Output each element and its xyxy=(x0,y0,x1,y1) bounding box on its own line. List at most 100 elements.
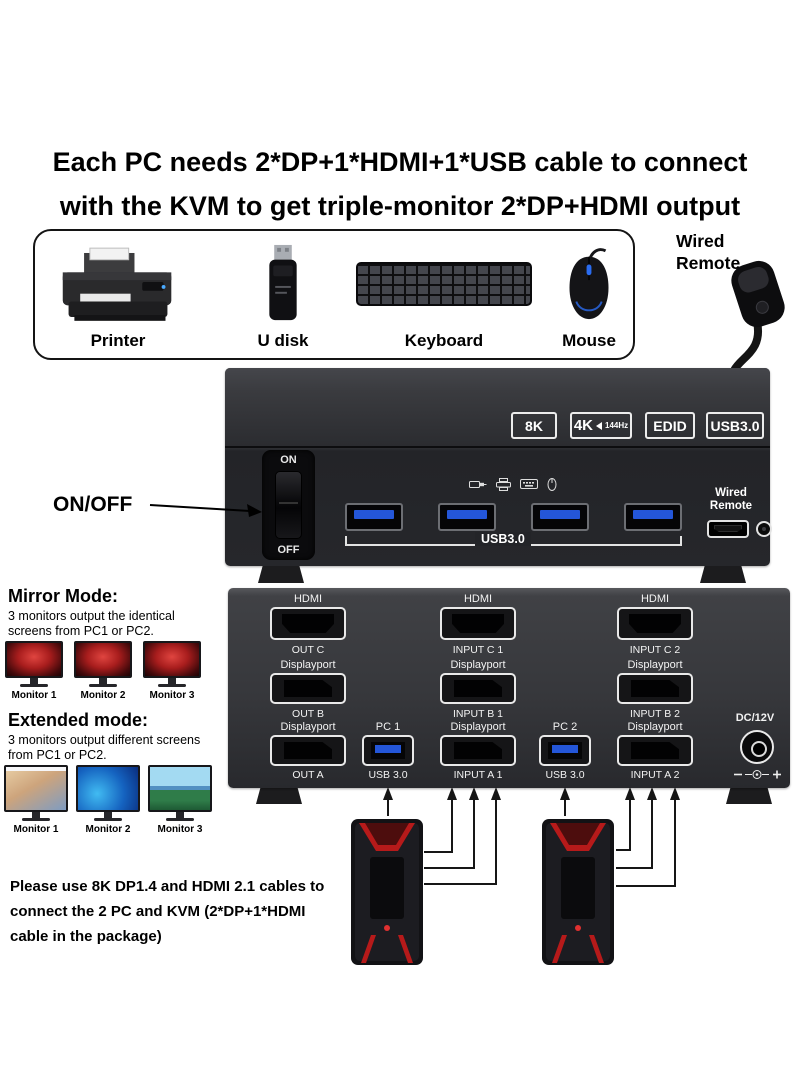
displayport-slot-icon xyxy=(454,742,502,759)
peripherals-box: Printer U disk Keyboard xyxy=(33,229,635,360)
peripheral-udisk: U disk xyxy=(233,237,333,355)
monitor-base xyxy=(22,818,50,821)
badge-8k: 8K xyxy=(511,412,557,439)
mirror-monitors: Monitor 1 Monitor 2 Monitor 3 xyxy=(5,641,201,701)
label-dp-out-b: Displayport xyxy=(280,659,336,671)
monitor-stand xyxy=(104,812,112,818)
mouse-icon xyxy=(562,237,616,331)
monitor-screen xyxy=(5,641,63,678)
displayport-slot-icon xyxy=(631,680,679,697)
badge-4k-text: 4K xyxy=(573,417,594,434)
wired-remote-callout-line1: Wired xyxy=(676,231,725,251)
monitor-base xyxy=(166,818,194,821)
dc-jack-icon xyxy=(740,730,774,764)
usb-tongue xyxy=(354,510,394,519)
monitor-label: Monitor 2 xyxy=(80,690,126,701)
hdmi-slot-icon xyxy=(452,614,504,633)
front-usb-port-3 xyxy=(531,503,589,531)
peripheral-mouse: Mouse xyxy=(547,237,631,355)
label-dp-in1-a: Displayport xyxy=(450,721,506,733)
hdmi-slot-icon xyxy=(629,614,681,633)
monitor-label: Monitor 1 xyxy=(11,690,57,701)
cable-note: Please use 8K DP1.4 and HDMI 2.1 cables … xyxy=(10,874,324,949)
dp-input-a1-port xyxy=(440,735,516,766)
device-foot xyxy=(258,566,304,583)
dp-input-b2-port xyxy=(617,673,693,704)
displayport-slot-icon xyxy=(631,742,679,759)
extended-mode-desc-line1: 3 monitors output different screens xyxy=(8,733,201,747)
printer-icon xyxy=(55,237,181,331)
label-pc2: PC 2 xyxy=(552,721,578,733)
hdmi-out-c-port xyxy=(270,607,346,640)
mouse-icon-svg xyxy=(569,248,609,320)
badge-usb30: USB3.0 xyxy=(706,412,764,439)
extended-monitor-1: Monitor 1 xyxy=(4,765,68,835)
device-foot xyxy=(726,787,772,804)
headline: Each PC needs 2*DP+1*HDMI+1*USB cable to… xyxy=(0,140,800,228)
usb-tongue xyxy=(540,510,580,519)
monitor-stand xyxy=(99,678,107,684)
caption-out-b: OUT B xyxy=(292,708,324,720)
caption-input-c1: INPUT C 1 xyxy=(452,644,504,656)
label-pc1: PC 1 xyxy=(375,721,401,733)
extended-mode-desc: 3 monitors output different screens from… xyxy=(8,733,200,763)
onoff-callout: ON/OFF xyxy=(53,493,133,516)
mirror-monitor-1: Monitor 1 xyxy=(5,641,63,701)
monitor-base xyxy=(158,684,186,687)
mirror-mode-desc-line1: 3 monitors output the identical xyxy=(8,609,175,623)
label-hdmi-out: HDMI xyxy=(293,593,323,605)
extended-mode-desc-line2: from PC1 or PC2. xyxy=(8,748,107,762)
front-port-icons xyxy=(465,477,561,491)
monitor-screen xyxy=(76,765,140,812)
headline-line1: Each PC needs 2*DP+1*HDMI+1*USB cable to… xyxy=(52,147,748,177)
kvm-top-face xyxy=(225,368,770,448)
monitor-label: Monitor 2 xyxy=(85,824,131,835)
extended-monitors: Monitor 1 Monitor 2 Monitor 3 xyxy=(4,765,212,835)
badge-usb30-text: USB3.0 xyxy=(710,417,760,434)
label-hdmi-in1: HDMI xyxy=(463,593,493,605)
mirror-monitor-2: Monitor 2 xyxy=(74,641,132,701)
power-switch: ON OFF xyxy=(262,450,315,560)
monitor-screen xyxy=(148,765,212,812)
front-wired-remote-label: Wired Remote xyxy=(695,487,767,513)
caption-out-c: OUT C xyxy=(291,644,325,656)
peripheral-keyboard: Keyboard xyxy=(351,237,537,355)
monitor-stand xyxy=(168,678,176,684)
wired-remote-callout-line2: Remote xyxy=(676,253,741,273)
caption-input-b2: INPUT B 2 xyxy=(630,708,680,720)
device-foot xyxy=(700,566,746,583)
kvm-front-view: 8K 4K 144Hz EDID USB3.0 ON OFF xyxy=(225,368,772,566)
pc2-tower-icon xyxy=(540,815,616,967)
dp-out-a-port xyxy=(270,735,346,766)
dc-polarity-icon xyxy=(734,770,781,779)
front-usb-port-2 xyxy=(438,503,496,531)
wired-remote-callout: Wired Remote xyxy=(676,230,740,274)
rocker-switch xyxy=(275,471,302,539)
monitor-stand xyxy=(176,812,184,818)
hdmi-input-c1-port xyxy=(440,607,516,640)
dp-out-b-port xyxy=(270,673,346,704)
printer-label: Printer xyxy=(90,331,146,350)
keyboard-icon-art xyxy=(356,262,532,306)
monitor-label: Monitor 3 xyxy=(149,690,195,701)
mouse-label: Mouse xyxy=(562,331,616,350)
headline-line2: with the KVM to get triple-monitor 2*DP+… xyxy=(59,191,741,221)
up-arrow-icons xyxy=(383,787,680,800)
extended-mode-title: Extended mode: xyxy=(8,710,149,730)
extended-monitor-2: Monitor 2 xyxy=(76,765,140,835)
caption-input-a1: INPUT A 1 xyxy=(453,769,503,781)
label-dp-out-a: Displayport xyxy=(280,721,336,733)
caption-usb-pc2: USB 3.0 xyxy=(545,769,585,781)
usb-tongue xyxy=(447,510,487,519)
keyboard-icon xyxy=(356,237,532,331)
displayport-slot-icon xyxy=(284,742,332,759)
usb-plug-icon xyxy=(469,480,487,488)
monitor-label: Monitor 3 xyxy=(157,824,203,835)
label-dp-in2-a: Displayport xyxy=(627,721,683,733)
kvm-rear-view: HDMI OUT C Displayport OUT B Displayport… xyxy=(228,588,790,788)
label-hdmi-in2: HDMI xyxy=(640,593,670,605)
dp-input-b1-port xyxy=(440,673,516,704)
hdmi-slot-icon xyxy=(282,614,334,633)
front-usb-port-1 xyxy=(345,503,403,531)
